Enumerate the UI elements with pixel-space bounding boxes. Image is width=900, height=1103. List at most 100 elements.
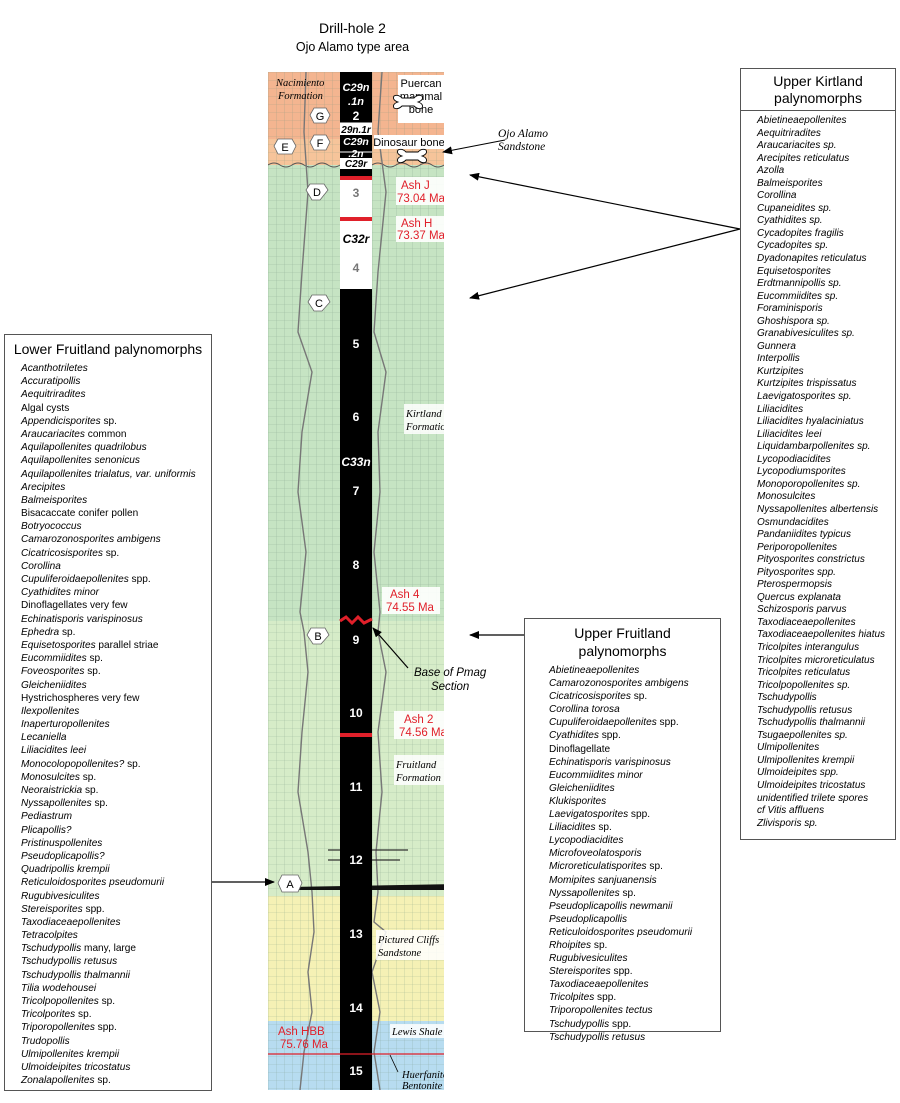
taxon-item: Aquilapollenites senonicus [21, 454, 205, 467]
taxon-item: Liliacidites leei [21, 744, 205, 757]
taxon-item: Pityosporites constrictus [757, 554, 865, 566]
taxon-item: Equisetosporites parallel striae [21, 639, 205, 652]
taxon-item: Cicatricosisporites sp. [549, 690, 714, 703]
taxon-qualifier: Algal cysts [21, 402, 70, 414]
taxon-item: Quadripollis krempii [21, 863, 205, 876]
formation-nacimiento-2: Formation [277, 91, 323, 102]
arrow-ojo-alamo [442, 139, 506, 155]
polarity-c32r: C32r [343, 232, 371, 246]
taxon-item: Equisetosporites [757, 265, 831, 277]
taxon-item: Abietineaepollenites [549, 664, 714, 677]
taxon-item: Cycadopites fragilis [757, 227, 844, 239]
taxon-qualifier: spp. [656, 717, 679, 729]
taxon-item: Araucariacites sp. [757, 140, 837, 152]
taxon-item: Nyssapollenites sp. [549, 887, 714, 900]
drill-hole-log: C29n .1n 29n.1r C29n .2n C29r C32r C33n … [268, 72, 444, 1090]
ash-line-2 [340, 733, 372, 737]
kirtland-label-bg [404, 404, 444, 434]
taxon-item: Accuratipollis [21, 375, 205, 388]
taxon-name: Gleicheniidites [21, 679, 87, 691]
formation-huerfanito-2: Bentonite Bed [402, 1081, 444, 1090]
taxon-name: Corollina [21, 560, 61, 572]
fruitland-label-bg [394, 755, 444, 785]
taxon-item: Aequitriradites [21, 388, 205, 401]
formation-lewis-shale: Lewis Shale [391, 1027, 443, 1038]
taxon-item: Momipites sanjuanensis [549, 874, 714, 887]
taxon-name: Tschudypollis retusus [21, 956, 118, 968]
taxon-item: Liliacidites [757, 403, 804, 415]
formation-fruitland-1: Fruitland [395, 760, 437, 771]
taxon-item: Tricolpites reticulatus [757, 667, 851, 679]
taxon-item: Ulmipollenites krempii [757, 754, 855, 766]
taxon-name: Appendicisporites [21, 415, 101, 427]
formation-huerfanito-1: Huerfanito [401, 1070, 444, 1081]
taxon-item: Taxodiaceaepollenites [21, 916, 205, 929]
taxon-name: Camarozonosporites ambigens [21, 534, 161, 546]
taxon-name: Cicatricosisporites [21, 547, 103, 559]
taxon-item: Cicatricosisporites sp. [21, 547, 205, 560]
taxon-item: Ghoshispora sp. [757, 315, 830, 327]
taxon-name: Pseudoplicapollis? [21, 850, 105, 862]
taxon-item: Tschudypollis [757, 692, 817, 704]
taxon-name: Cyathidites [549, 730, 599, 742]
taxon-item: Camarozonosporites ambigens [21, 533, 205, 546]
taxon-item: Taxodiaceaepollenites [757, 616, 856, 628]
depth-3: 3 [353, 186, 360, 200]
taxon-item: Rhoipites sp. [549, 939, 714, 952]
taxon-item: Ulmoideipites spp. [757, 767, 839, 779]
taxon-item: Monosulcites sp. [21, 771, 205, 784]
depth-11: 11 [350, 780, 363, 794]
taxon-item: Tschudypollis retusus [757, 704, 853, 716]
taxon-name: Foveosporites [21, 666, 85, 678]
upper-fruitland-box: Upper Fruitland palynomorphs Abietineaep… [524, 618, 721, 1043]
fossil-dinosaur: Dinosaur bone [373, 137, 444, 149]
sample-label-E: E [281, 142, 288, 154]
lewis-label-bg [390, 1024, 444, 1038]
taxon-item: Aquilapollenites quadrilobus [21, 441, 205, 454]
lower-fruitland-box: Lower Fruitland palynomorphs Acanthotril… [4, 334, 212, 1091]
taxon-name: Cyathidites minor [21, 587, 99, 599]
taxon-name: Taxodiaceaepollenites [549, 979, 649, 991]
depth-2: 2 [353, 109, 360, 123]
taxon-name: Tschudypollis thalmannii [21, 969, 131, 981]
log-curve-left [297, 72, 315, 1090]
taxon-item: Nyssapollenites albertensis [757, 503, 879, 515]
taxon-item: Tricolporites sp. [21, 1008, 205, 1021]
taxon-item: Cupaneidites sp. [757, 202, 832, 214]
taxon-qualifier: sp. [630, 691, 648, 703]
taxon-item: Reticuloidosporites pseudomurii [549, 926, 714, 939]
ash-line-4 [339, 614, 373, 626]
taxon-item: Arecipites [21, 481, 205, 494]
ash-line-h [340, 217, 372, 221]
taxon-item: Echinatisporis varispinosus [21, 613, 205, 626]
taxon-qualifier: sp. [84, 666, 101, 678]
depth-10: 10 [349, 706, 363, 720]
taxon-item: Pseudoplicapollis newmanii [549, 900, 714, 913]
formation-fruitland-2: Formation [395, 773, 441, 784]
ojo-alamo-line2: Sandstone [498, 141, 546, 153]
polarity-reversed-c32r [340, 176, 372, 289]
taxon-qualifier: sp. [591, 939, 608, 951]
formation-nacimiento-1: Nacimiento [275, 78, 324, 89]
taxon-item: Microreticulatisporites sp. [549, 860, 714, 873]
taxon-item: Lycopodiacidites [757, 453, 831, 465]
taxon-name: Tschudypollis [549, 1018, 610, 1030]
fossil-mammal-1: Puercan [401, 78, 442, 90]
depth-12: 12 [349, 853, 363, 867]
taxon-item: Arecipites reticulatus [757, 152, 850, 164]
taxon-item: Cupuliferoidaepollenites spp. [549, 716, 714, 729]
taxon-name: Pseudoplicapollis newmanii [549, 900, 673, 912]
formation-pictured-cliffs-1: Pictured Cliffs [377, 935, 439, 946]
taxon-qualifier: sp. [595, 822, 612, 834]
taxon-item: Bisacaccate conifer pollen [21, 507, 205, 520]
diagram-title: Drill-hole 2 [319, 20, 386, 36]
taxon-item: Tschudypollis thalmannii [21, 969, 205, 982]
taxon-name: Rugubivesiculites [549, 953, 628, 965]
taxon-item: Trudopollis [21, 1035, 205, 1048]
taxon-item: Osmundacidites [757, 516, 829, 528]
polarity-label-bg-29n1r [340, 123, 372, 135]
taxon-item: Kurtzipites [757, 365, 804, 377]
taxon-item: Neoraistrickia sp. [21, 784, 205, 797]
